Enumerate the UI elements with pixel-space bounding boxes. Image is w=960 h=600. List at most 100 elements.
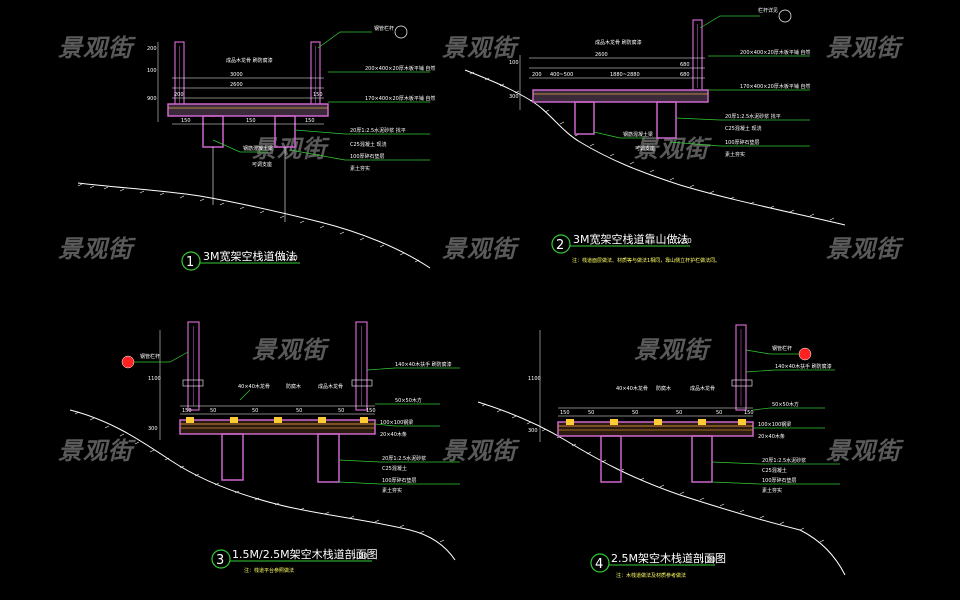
detail-2: 2600 680 200 400~500 1880~2880 680 100 3… [464, 7, 846, 264]
callout-label: C25混凝土 [762, 467, 787, 474]
callout-label: C25混凝土 [382, 465, 407, 472]
dim-text: 150 [305, 118, 315, 124]
watermark: 景观街 [442, 235, 520, 263]
detail-1: 3000 2600 200 150 150 150 150 200 100 90… [77, 25, 435, 271]
dim-text: 150 [366, 408, 376, 414]
dim-text: 50 [716, 410, 722, 416]
callout-label: 素土夯实 [762, 487, 782, 494]
callout-label: 素土夯实 [725, 151, 745, 158]
dim-text: 50 [588, 410, 594, 416]
dim-text: 150 [181, 118, 191, 124]
dim-text: 100 [147, 68, 157, 74]
detail-scale: 1:30 [282, 254, 298, 262]
callout-label: C25混凝土 现浇 [725, 125, 761, 132]
dim-text: 300 [148, 426, 158, 432]
dim-text: 200 [532, 72, 542, 78]
detail-title: 2.5M架空木栈道剖面图 [611, 551, 726, 565]
callout-label: 可调支座 [252, 161, 272, 168]
ground-hatch [77, 183, 420, 263]
detail-number: 1 [186, 255, 194, 270]
callout-label: 50×50木方 [395, 397, 422, 404]
watermark: 景观街 [826, 437, 904, 465]
detail-title: 3M宽架空栈道靠山做法 [573, 232, 689, 246]
callout-label: 100×100钢梁 [758, 421, 791, 428]
watermark: 景观街 [252, 135, 330, 163]
callout-label: 防腐木 [286, 383, 301, 390]
dim-text: 150 [246, 118, 256, 124]
callout-label: 素土夯实 [350, 165, 370, 172]
dim-text: 150 [560, 410, 570, 416]
callout-label: 可调支座 [635, 145, 655, 152]
title-circle [590, 553, 610, 573]
callout-label: 200×400×20厚木板平铺 自然 [740, 49, 810, 56]
watermark: 景观街 [634, 135, 712, 163]
joists [566, 419, 746, 425]
callout-label: 钢筋混凝土梁 [623, 131, 653, 138]
callout-label: 100厚碎石垫层 [725, 139, 760, 146]
dim-text: 300 [528, 428, 538, 434]
callout-label: 140×40木扶手 刷防腐漆 [775, 363, 832, 370]
detail-title: 3M宽架空栈道做法 [203, 249, 297, 263]
callout-label: 50×50木方 [772, 401, 799, 408]
deck-slab [167, 103, 329, 117]
left-post [187, 321, 200, 411]
callout-label: 140×40木扶手 刷防腐漆 [395, 361, 452, 368]
watermark: 景观街 [58, 235, 136, 263]
pier-right [656, 101, 677, 139]
callout-label: 170×400×20厚木板平铺 自然 [365, 95, 435, 102]
detail-note: 注：木栈道做法及材质参考做法 [616, 572, 686, 579]
dim-text: 50 [210, 408, 216, 414]
pier-right [691, 435, 713, 483]
callout-label: 钢管栏杆 [772, 345, 792, 352]
callout-label: 成品木龙骨 刷防腐漆 [226, 57, 273, 64]
title-circle [181, 251, 201, 271]
callout-label: 20×40木条 [758, 433, 785, 440]
ground-line [77, 182, 431, 269]
dim-text: 50 [296, 408, 302, 414]
watermark: 景观街 [826, 235, 904, 263]
elevation-marker [798, 347, 812, 361]
dim-text: 200 [147, 46, 157, 52]
callout-label: 100厚碎石垫层 [762, 477, 797, 484]
handrail [351, 379, 373, 387]
callout-label: 栏杆详见 [758, 7, 778, 14]
dim-text: 100 [509, 60, 519, 66]
detail-number: 3 [216, 553, 224, 568]
deck-slab [532, 89, 709, 103]
watermark: 景观街 [58, 34, 136, 62]
detail-scale: 1:20 [700, 556, 716, 564]
callout-label: 100厚碎石垫层 [382, 477, 417, 484]
callout-label: 成品木龙骨 [318, 383, 343, 390]
dim-text: 150 [313, 92, 323, 98]
detail-4: 150 50 50 50 50 150 1100 300 钢管栏杆 140×40… [477, 324, 846, 579]
callout-label: 成品木龙骨 刷防腐漆 [595, 39, 642, 46]
watermark: 景观街 [826, 34, 904, 62]
ground-line [69, 409, 456, 561]
callout-label: 20厚1:2.5水泥砂浆 [382, 455, 426, 462]
dim-text: 1880~2880 [610, 72, 640, 78]
title-circle [551, 234, 571, 254]
dim-text: 50 [338, 408, 344, 414]
detail-title: 1.5M/2.5M架空木栈道剖面图 [232, 547, 378, 561]
detail-3: 150 50 50 50 50 150 1100 300 钢管栏杆 140×40… [69, 321, 460, 574]
watermark: 景观街 [58, 437, 136, 465]
ground-hatch [469, 71, 835, 221]
pier-right [317, 433, 340, 483]
handrail [182, 379, 204, 387]
dim-text: 1100 [148, 376, 161, 382]
callout-label: 素土夯实 [382, 487, 402, 494]
callout-label: 钢管栏杆 [140, 353, 160, 360]
detail-note: 注：栈道平台参照做法 [244, 567, 294, 574]
dim-text: 50 [632, 410, 638, 416]
detail-number: 2 [556, 238, 564, 253]
callout-label: C25混凝土 现浇 [350, 141, 386, 148]
elevation-marker [121, 355, 135, 369]
dim-text: 1100 [528, 376, 541, 382]
detail-scale: 1:30 [676, 237, 692, 245]
watermark: 景观街 [634, 336, 712, 364]
callout-label: 100×100钢梁 [380, 419, 413, 426]
detail-number: 4 [595, 557, 603, 572]
callout-label: 防腐木 [656, 385, 671, 392]
detail-note: 注：栈道面层做法、材质等与做法1相同，靠山侧立杆护栏做法同。 [572, 257, 720, 264]
